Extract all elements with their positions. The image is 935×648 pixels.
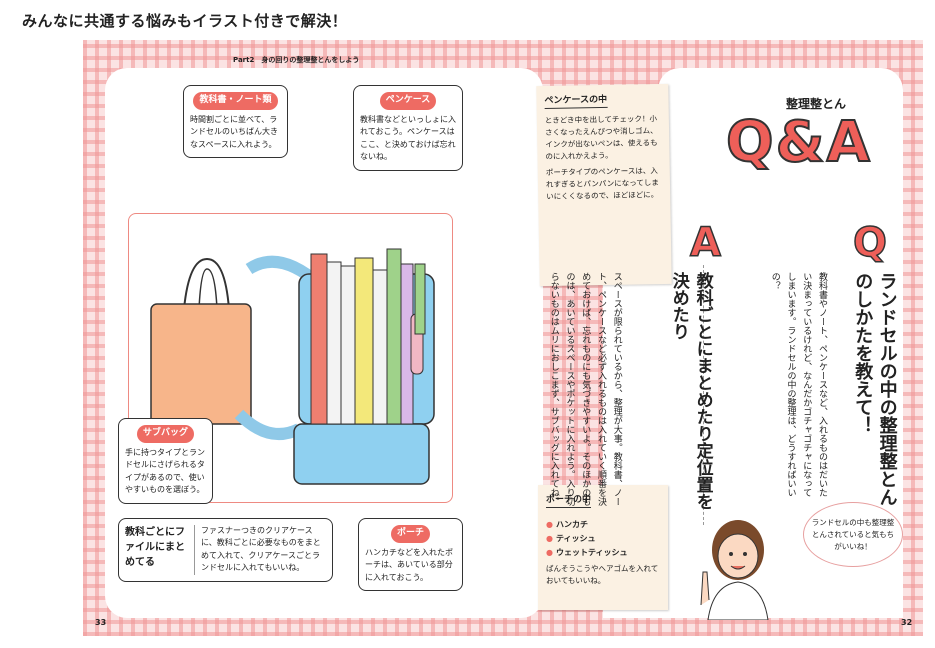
answer-body: スペースが限られているから、整理が大事。教科書、ノート、ペンケースなど必ず入れる… (548, 272, 622, 506)
q-badge: Q (852, 219, 888, 267)
pouch-label: ポーチ (390, 525, 430, 543)
randoseru-illustration (150, 248, 435, 485)
column-divider (703, 265, 704, 525)
pouch-callout: ポーチ ハンカチなどを入れたポーチは、あいている部分に入れておこう。 (358, 518, 463, 592)
file-text: ファスナーつきのクリアケースに、教科ごとに必要なものをまとめて入れて、クリアケー… (201, 526, 321, 573)
page-number-left: 33 (95, 618, 107, 627)
subbag-text: 手に持つタイプとランドセルにさげられるタイプがあるので、使いやすいものを選ぼう。 (125, 447, 205, 495)
pouch-note: ポーチの中 ハンカチ ティッシュ ウェットティッシュ ばんそうこうやヘアゴムを入… (538, 485, 668, 610)
textbook-text: 時間割ごとに並べて、ランドセルのいちばん大きなスペースに入れよう。 (190, 114, 278, 149)
question-heading: ランドセルの中の整理整とんのしかたを教えて！ (852, 272, 898, 506)
file-label: 教科ごとにファイルにまとめてる (125, 525, 195, 575)
textbook-label: 教科書・ノート類 (193, 92, 278, 110)
textbook-callout: 教科書・ノート類 時間割ごとに並べて、ランドセルのいちばん大きなスペースに入れよ… (183, 85, 288, 159)
randoseru-illustration-frame (128, 213, 453, 503)
answer-heading: 教科ごとにまとめたり定位置を決めたり (668, 272, 713, 510)
a-badge: A (689, 219, 721, 267)
pouch-item-list: ハンカチ ティッシュ ウェットティッシュ (546, 518, 660, 559)
pencase-note-text2: ポーチタイプのペンケースは、入れすぎるとパンパンになってしまいにくくなるので、ほ… (545, 166, 659, 202)
file-callout: 教科ごとにファイルにまとめてる ファスナーつきのクリアケースに、教科ごとに必要な… (118, 518, 333, 582)
page-caption: みんなに共通する悩みもイラスト付きで解決！ (22, 12, 348, 30)
sub-bag-icon (150, 303, 252, 425)
pouch-note-text: ばんそうこうやヘアゴムを入れておいてもいいね。 (546, 564, 659, 586)
list-item: ハンカチ (546, 518, 660, 532)
list-item: ティッシュ (546, 532, 660, 546)
pencase-note-text1: ときどき中を出してチェック！小さくなったえんぴつや消しゴム、インクが出ないペンは… (544, 114, 658, 162)
list-item: ウェットティッシュ (546, 546, 660, 560)
subbag-label: サブバッグ (136, 425, 194, 443)
pencase-text: 教科書などといっしょに入れておこう。ペンケースはここ、と決めておけば忘れないね。 (360, 114, 456, 162)
pencase-icon (414, 263, 426, 335)
book-spread: Part2 身の回りの整理整とんをしよう 33 32 (83, 40, 923, 636)
pouch-note-title: ポーチの中 (546, 493, 592, 509)
pencase-note-title: ペンケースの中 (544, 92, 608, 110)
pencase-label: ペンケース (379, 92, 437, 110)
pouch-text: ハンカチなどを入れたポーチは、あいている部分に入れておこう。 (365, 547, 453, 582)
page-number-right: 32 (901, 618, 913, 627)
pencase-callout: ペンケース 教科書などといっしょに入れておこう。ペンケースはここ、と決めておけば… (353, 85, 463, 171)
question-body: 教科書やノート、ペンケースなど、入れるものはだいたい決まっているけれど、なんだか… (769, 272, 827, 497)
part-header: Part2 身の回りの整理整とんをしよう (233, 56, 360, 64)
girl-illustration (700, 520, 769, 620)
speech-bubble: ランドセルの中も整理整とんされていると気もちがいいね！ (803, 502, 903, 567)
subbag-callout: サブバッグ 手に持つタイプとランドセルにさげられるタイプがあるので、使いやすいも… (118, 418, 213, 504)
qa-subtitle: 整理整とん (786, 97, 847, 111)
pencase-note: ペンケースの中 ときどき中を出してチェック！小さくなったえんぴつや消しゴム、イン… (536, 83, 672, 287)
qa-title: Q&A (725, 109, 872, 176)
file-case-icon (386, 248, 402, 425)
